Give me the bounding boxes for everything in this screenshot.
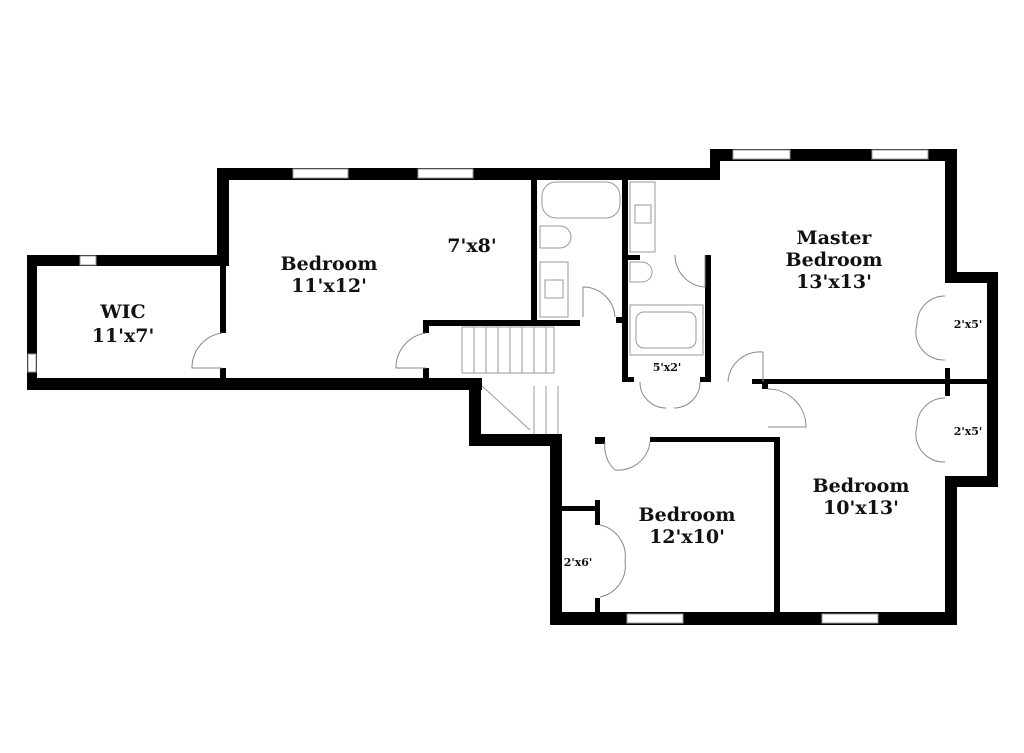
- bath-size: 7'x8': [447, 235, 496, 257]
- stairs: [461, 326, 559, 434]
- bedroom-bottom-name: Bedroom: [639, 504, 736, 526]
- wic-size: 11'x7': [92, 325, 155, 347]
- wic-name: WIC: [99, 301, 145, 323]
- bedroom-left-size: 11'x12': [291, 275, 367, 297]
- bedroom-left-name: Bedroom: [281, 253, 378, 275]
- right-closet-size: 2'x5': [954, 425, 983, 438]
- bedroom-right-name: Bedroom: [813, 475, 910, 497]
- master-size: 13'x13': [796, 271, 872, 293]
- fixtures: [461, 181, 704, 434]
- room-labels: WIC 11'x7' Bedroom 11'x12' 7'x8' Master …: [92, 227, 983, 569]
- windows: [27, 149, 929, 624]
- walls: [27, 149, 998, 625]
- linen-closet-size: 5'x2': [653, 361, 682, 374]
- bottom-closet-size: 2'x6': [564, 556, 593, 569]
- master-name-line1: Master: [797, 227, 873, 249]
- master-closet-size: 2'x5': [954, 318, 983, 331]
- bedroom-bottom-size: 12'x10': [649, 526, 725, 548]
- doors: [191, 254, 946, 598]
- bedroom-right-size: 10'x13': [823, 497, 899, 519]
- master-name-line2: Bedroom: [786, 249, 883, 271]
